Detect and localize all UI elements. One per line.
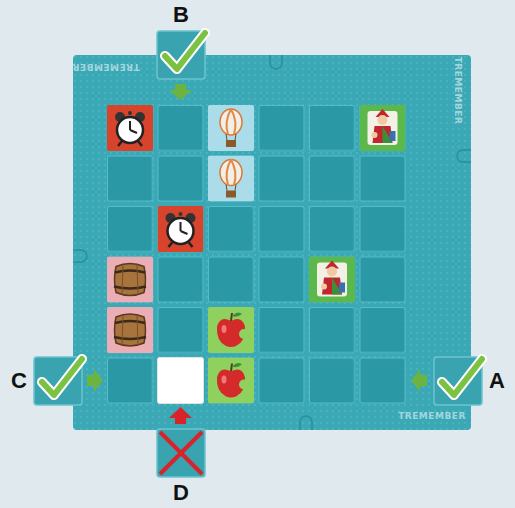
board-texture xyxy=(73,55,471,430)
insert-arrow xyxy=(169,84,192,100)
check-tile xyxy=(433,356,483,406)
cross-tile xyxy=(156,428,206,478)
grid-cells xyxy=(107,105,410,408)
entry-tile: C xyxy=(33,356,83,406)
check-tile xyxy=(33,356,83,406)
entry-tile: A xyxy=(433,356,483,406)
watermark: TREMEMBER xyxy=(72,62,140,71)
blocked-arrow xyxy=(169,407,192,424)
tile-letter: C xyxy=(11,370,27,392)
picture-tiles xyxy=(107,105,406,404)
watermark: TREMEMBER xyxy=(454,56,463,124)
check-tile xyxy=(156,30,206,80)
insert-arrow xyxy=(411,369,427,392)
insert-arrow xyxy=(87,369,103,392)
board xyxy=(73,55,471,430)
puzzle-seams xyxy=(73,55,471,430)
entry-tile: B xyxy=(156,30,206,80)
watermark: TREMEMBER xyxy=(398,412,466,421)
tile-letter: D xyxy=(173,482,189,504)
tile-letter: B xyxy=(173,4,189,26)
tile-letter: A xyxy=(489,370,505,392)
entry-tile: D xyxy=(156,428,206,478)
